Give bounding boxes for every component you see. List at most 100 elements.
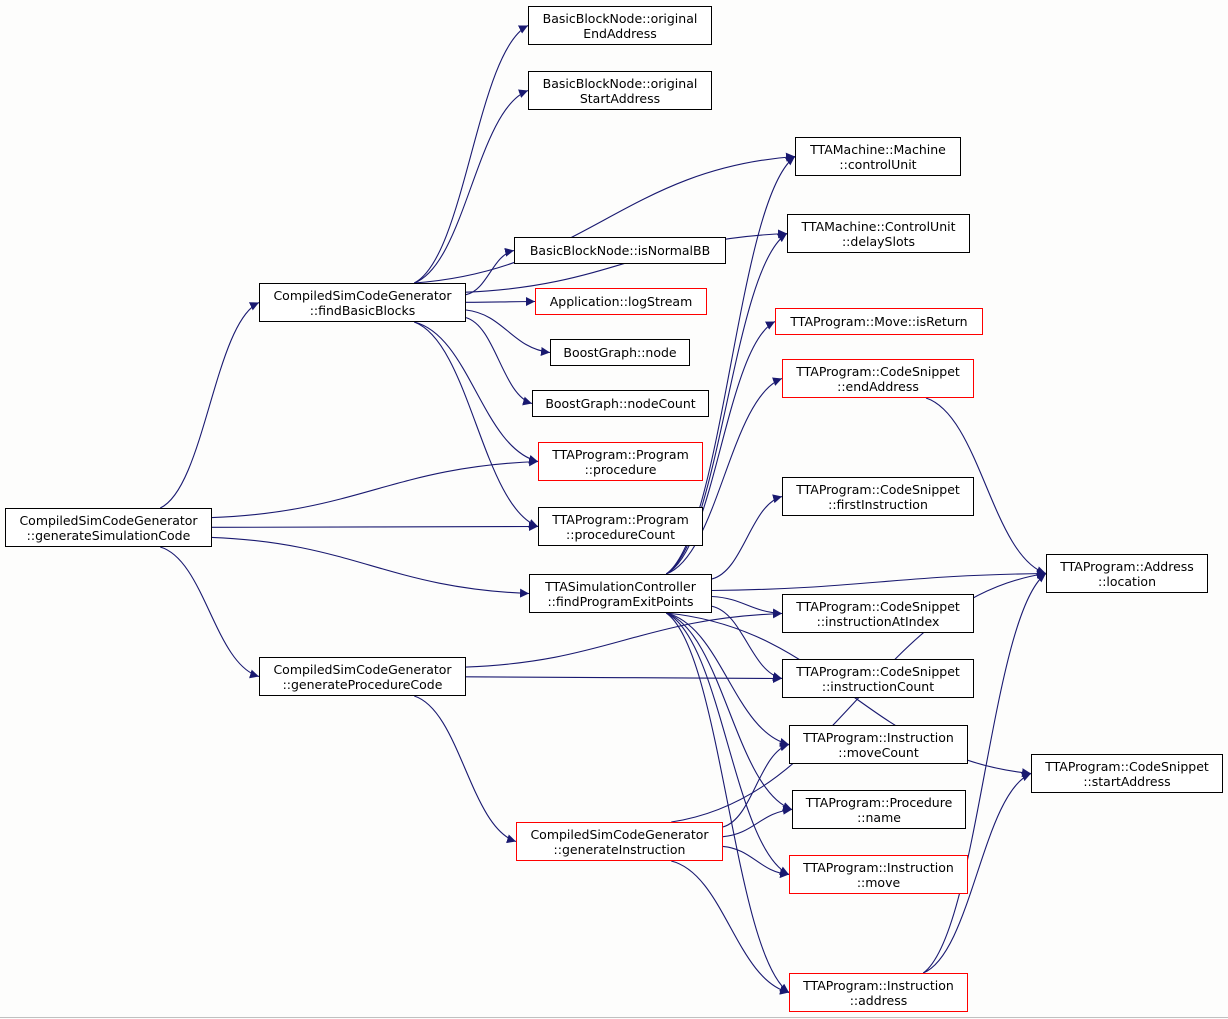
node-label-line2: ::move (856, 874, 901, 890)
node-label-line1: TTASimulationController (545, 578, 696, 594)
node-original-end-address[interactable]: BasicBlockNode::original EndAddress (528, 6, 712, 45)
node-label-line2: ::procedureCount (566, 526, 675, 542)
node-instruction-move-count[interactable]: TTAProgram::Instruction ::moveCount (789, 725, 968, 764)
node-log-stream[interactable]: Application::logStream (535, 288, 707, 315)
call-edge (711, 494, 783, 580)
call-edge (665, 321, 776, 575)
node-label-line2: ::name (857, 809, 901, 825)
call-edge (414, 695, 517, 844)
node-label-line1: TTAProgram::Program (552, 446, 689, 462)
node-label-line1: TTAMachine::Machine (810, 141, 946, 157)
node-label-line2: ::address (849, 992, 908, 1008)
node-label-line2: ::firstInstruction (828, 496, 928, 512)
node-generate-procedure-code[interactable]: CompiledSimCodeGenerator ::generateProce… (259, 657, 466, 696)
call-edge (722, 742, 790, 828)
node-code-snippet-end-address[interactable]: TTAProgram::CodeSnippet ::endAddress (782, 359, 974, 398)
node-program-procedure-count[interactable]: TTAProgram::Program ::procedureCount (538, 507, 703, 546)
node-label-line1: TTAProgram::CodeSnippet (796, 598, 960, 614)
call-edge (711, 569, 1047, 592)
node-procedure-name[interactable]: TTAProgram::Procedure ::name (792, 790, 966, 829)
node-instruction-move[interactable]: TTAProgram::Instruction ::move (789, 855, 968, 894)
call-edge (666, 612, 790, 875)
node-label-line2: ::delaySlots (841, 233, 916, 249)
call-edge (414, 321, 539, 464)
call-edge (666, 377, 783, 575)
node-generate-instruction[interactable]: CompiledSimCodeGenerator ::generateInstr… (516, 822, 723, 861)
call-edge (925, 397, 1047, 575)
node-address-location[interactable]: TTAProgram::Address ::location (1046, 554, 1208, 593)
call-edge (414, 89, 529, 284)
node-original-start-address[interactable]: BasicBlockNode::original StartAddress (528, 71, 712, 110)
call-edge (160, 302, 260, 509)
call-edge (923, 772, 1032, 974)
call-edge (465, 247, 515, 296)
call-edge (465, 609, 783, 668)
call-edge (671, 860, 790, 995)
node-code-snippet-start-address[interactable]: TTAProgram::CodeSnippet ::startAddress (1031, 754, 1223, 793)
node-label-line1: TTAProgram::Instruction (803, 729, 954, 745)
node-label-line1: CompiledSimCodeGenerator (19, 512, 198, 528)
node-instruction-address[interactable]: TTAProgram::Instruction ::address (789, 973, 968, 1012)
call-edge (211, 522, 539, 532)
node-label-line1: TTAProgram::Instruction (803, 859, 954, 875)
call-edge (665, 233, 788, 575)
call-edge (414, 25, 529, 284)
node-label-line2: EndAddress (583, 25, 657, 41)
node-label-line1: BasicBlockNode::isNormalBB (529, 243, 711, 258)
call-edge (665, 612, 790, 993)
node-label-line1: TTAProgram::Move::isReturn (790, 314, 968, 329)
call-edge (414, 321, 539, 528)
node-label-line1: Application::logStream (549, 294, 693, 309)
node-boost-graph-node-count[interactable]: BoostGraph::nodeCount (532, 390, 709, 417)
node-label-line2: ::findProgramExitPoints (547, 593, 694, 609)
node-find-basic-blocks[interactable]: CompiledSimCodeGenerator ::findBasicBloc… (259, 283, 466, 322)
node-label-line1: TTAProgram::Address (1060, 558, 1194, 574)
call-edge (211, 457, 539, 519)
call-edge (465, 673, 783, 683)
node-is-normal-bb[interactable]: BasicBlockNode::isNormalBB (514, 237, 726, 264)
node-label-line1: TTAProgram::CodeSnippet (796, 363, 960, 379)
node-code-snippet-instruction-at-index[interactable]: TTAProgram::CodeSnippet ::instructionAtI… (782, 594, 974, 633)
node-code-snippet-first-instruction[interactable]: TTAProgram::CodeSnippet ::firstInstructi… (782, 477, 974, 516)
node-boost-graph-node[interactable]: BoostGraph::node (550, 339, 690, 366)
node-label-line1: CompiledSimCodeGenerator (530, 826, 709, 842)
node-code-snippet-instruction-count[interactable]: TTAProgram::CodeSnippet ::instructionCou… (782, 659, 974, 698)
node-label-line2: ::generateInstruction (553, 841, 686, 857)
call-edge (722, 805, 793, 838)
call-edge (160, 546, 260, 679)
node-find-program-exit-points[interactable]: TTASimulationController ::findProgramExi… (529, 574, 712, 613)
node-label-line2: ::instructionCount (821, 678, 935, 694)
call-edge (211, 536, 530, 598)
node-machine-control-unit[interactable]: TTAMachine::Machine ::controlUnit (795, 137, 961, 176)
node-generate-simulation-code[interactable]: CompiledSimCodeGenerator ::generateSimul… (5, 508, 212, 547)
call-edge (414, 152, 796, 284)
node-label-line2: ::generateSimulationCode (26, 527, 191, 543)
node-control-unit-delay-slots[interactable]: TTAMachine::ControlUnit ::delaySlots (787, 214, 970, 253)
node-program-procedure[interactable]: TTAProgram::Program ::procedure (538, 442, 703, 481)
node-label-line2: ::procedure (584, 461, 657, 477)
node-label-line2: ::findBasicBlocks (309, 302, 416, 318)
node-label-line1: TTAProgram::CodeSnippet (796, 663, 960, 679)
node-label-line1: CompiledSimCodeGenerator (273, 661, 452, 677)
node-label-line1: BoostGraph::node (563, 345, 677, 360)
node-label-line1: TTAProgram::Program (552, 511, 689, 527)
node-label-line1: BasicBlockNode::original (542, 75, 698, 91)
node-label-line2: ::controlUnit (839, 156, 917, 172)
node-label-line2: ::generateProcedureCode (282, 676, 443, 692)
node-label-line1: BoostGraph::nodeCount (545, 396, 696, 411)
call-edge (666, 612, 793, 811)
node-label-line1: TTAProgram::Instruction (803, 977, 954, 993)
call-edge (711, 605, 783, 681)
node-move-is-return[interactable]: TTAProgram::Move::isReturn (775, 308, 983, 335)
node-label-line2: ::instructionAtIndex (816, 613, 940, 629)
node-label-line1: TTAProgram::CodeSnippet (796, 481, 960, 497)
node-label-line2: ::moveCount (838, 744, 919, 760)
node-label-line1: TTAProgram::CodeSnippet (1045, 758, 1209, 774)
node-label-line2: ::startAddress (1083, 773, 1171, 789)
node-label-line2: ::endAddress (837, 378, 919, 394)
node-label-line1: TTAProgram::Procedure (805, 794, 953, 810)
node-label-line1: CompiledSimCodeGenerator (273, 287, 452, 303)
call-edge (722, 845, 790, 879)
